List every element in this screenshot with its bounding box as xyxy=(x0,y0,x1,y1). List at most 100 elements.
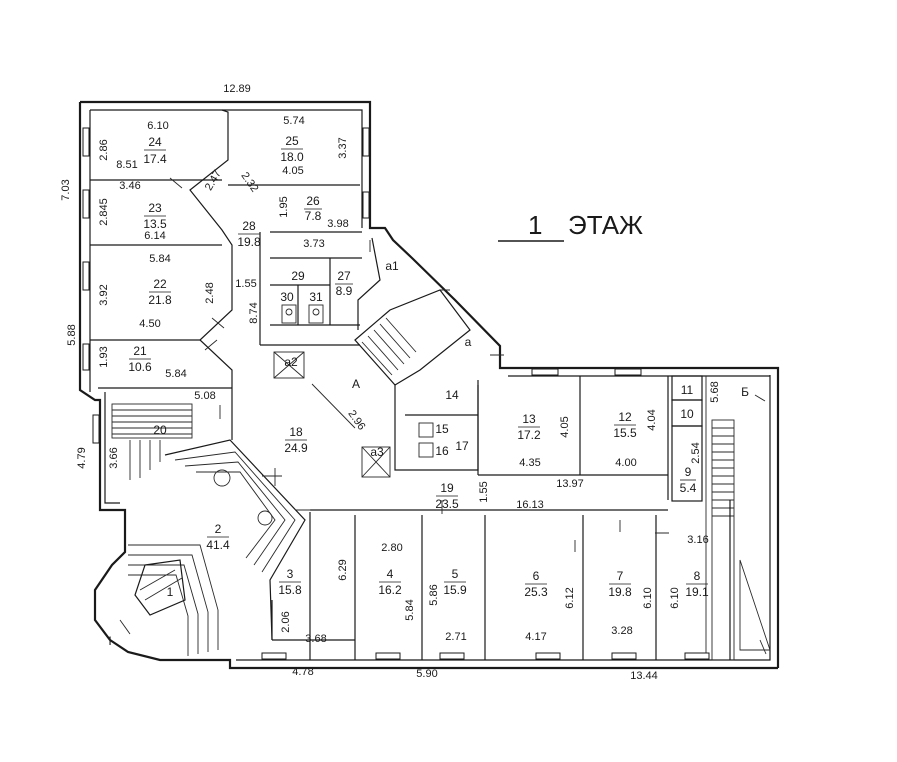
dimension: 4.35 xyxy=(519,457,540,469)
dimension: 6.10 xyxy=(669,587,681,608)
dimension: 6.12 xyxy=(564,587,576,608)
dimension: 2.32 xyxy=(238,170,260,194)
letter-labels: a1 a A a2 a3 Б I xyxy=(108,259,749,648)
dimension: 1.95 xyxy=(278,196,290,217)
dimension: 2.06 xyxy=(280,611,292,632)
partitions-left xyxy=(90,109,381,440)
room-number: 17 xyxy=(455,439,469,453)
dimension: 4.05 xyxy=(282,165,303,177)
dimension: 5.84 xyxy=(165,368,186,380)
room-number: 10 xyxy=(680,407,694,421)
dimension: 1.93 xyxy=(98,346,110,367)
floor-title: 1 ЭТАЖ xyxy=(498,210,643,242)
room-area: 19.8 xyxy=(237,235,261,249)
room-area: 15.5 xyxy=(613,426,637,440)
room-number: 1 xyxy=(167,585,174,599)
dimension: 3.28 xyxy=(611,625,632,637)
room-area: 10.6 xyxy=(128,360,152,374)
room-area: 19.1 xyxy=(685,585,709,599)
outer-walls xyxy=(78,100,780,670)
room-area: 24.9 xyxy=(284,441,308,455)
floor-label: ЭТАЖ xyxy=(568,210,643,240)
dimension: 4.17 xyxy=(525,631,546,643)
room-number: 16 xyxy=(435,444,449,458)
dimension: 5.84 xyxy=(404,599,416,620)
room-number: 2 xyxy=(215,522,222,536)
stairs-right xyxy=(711,419,771,661)
room-number: 29 xyxy=(291,269,305,283)
dimension: 16.13 xyxy=(516,499,544,511)
room-area: 5.4 xyxy=(680,481,697,495)
room-number: 26 xyxy=(306,194,320,208)
dimension: 6.14 xyxy=(144,230,165,242)
room-number: 13 xyxy=(522,412,536,426)
room-number: 6 xyxy=(533,569,540,583)
fixtures xyxy=(273,304,434,478)
dimension: 13.97 xyxy=(556,478,584,490)
dimension: 4.05 xyxy=(559,416,571,437)
dimension: 4.50 xyxy=(139,318,160,330)
letter-label: a3 xyxy=(370,445,384,459)
room-number: 23 xyxy=(148,201,162,215)
room-area: 13.5 xyxy=(143,217,167,231)
letter-label: a2 xyxy=(284,355,298,369)
dimension: 3.16 xyxy=(687,534,708,546)
room-area: 21.8 xyxy=(148,293,172,307)
dimension: 4.04 xyxy=(646,409,658,430)
room-area: 7.8 xyxy=(305,209,322,223)
dimension: 12.89 xyxy=(223,83,251,95)
room-area: 23.5 xyxy=(435,497,459,511)
room-number: 24 xyxy=(148,135,162,149)
dimension: 2.96 xyxy=(345,408,367,432)
room-area: 16.2 xyxy=(378,583,402,597)
room-number: 11 xyxy=(681,383,694,397)
partitions-upper-right xyxy=(477,375,707,660)
dimension: 5.90 xyxy=(416,668,437,680)
dimension: 3.73 xyxy=(303,238,324,250)
dimension: 6.10 xyxy=(642,587,654,608)
dimension: 4.78 xyxy=(292,666,313,678)
dimension: 2.54 xyxy=(690,442,702,463)
dimension: 1.55 xyxy=(235,278,256,290)
room-area: 8.9 xyxy=(336,284,353,298)
dimension: 4.00 xyxy=(615,457,636,469)
room-area: 19.8 xyxy=(608,585,632,599)
room-area: 25.3 xyxy=(524,585,548,599)
door-marks xyxy=(119,177,767,655)
dimension: 3.98 xyxy=(327,218,348,230)
room-number: 12 xyxy=(618,410,632,424)
dimension: 3.46 xyxy=(119,180,140,192)
room-number: 9 xyxy=(685,465,692,479)
dimension: 2.71 xyxy=(445,631,466,643)
letter-label: a xyxy=(465,335,472,349)
dimension: 13.44 xyxy=(630,670,658,682)
dimension: 2.48 xyxy=(204,282,216,303)
dimension: 8.51 xyxy=(116,159,137,171)
letter-label: I xyxy=(108,634,111,648)
room-number: 21 xyxy=(133,344,147,358)
dimension: 3.92 xyxy=(98,284,110,305)
dimension: 5.84 xyxy=(149,253,170,265)
room-number: 5 xyxy=(452,567,459,581)
room-number: 28 xyxy=(242,219,256,233)
room-number: 15 xyxy=(435,422,449,436)
room-area: 17.2 xyxy=(517,428,541,442)
dimension: 2.86 xyxy=(98,139,110,160)
windows xyxy=(82,127,710,660)
dimension: 2.845 xyxy=(98,198,110,226)
room-number: 14 xyxy=(445,388,459,402)
dimension: 3.68 xyxy=(305,633,326,645)
room-number: 3 xyxy=(287,567,294,581)
stairs-room-20 xyxy=(111,403,193,480)
room-number: 20 xyxy=(153,423,167,437)
letter-label: a1 xyxy=(385,259,399,273)
floor-number: 1 xyxy=(528,210,542,240)
room-area: 15.8 xyxy=(278,583,302,597)
dimension: 5.86 xyxy=(428,584,440,605)
dimension: 4.79 xyxy=(76,447,88,468)
dimension: 3.37 xyxy=(337,137,349,158)
dimension: 2.80 xyxy=(381,542,402,554)
partitions-lower xyxy=(271,500,731,660)
room-number: 7 xyxy=(617,569,624,583)
